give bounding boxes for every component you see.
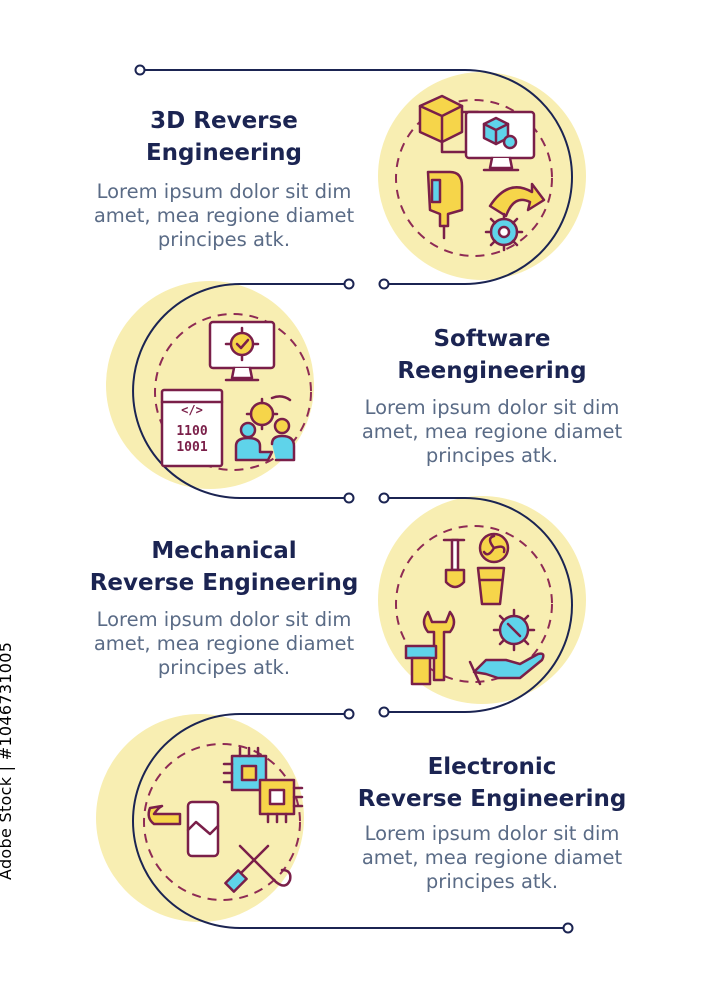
connector-3 [384,497,573,713]
stage-3-title-line-2: Reverse Engineering [89,570,359,596]
stage-1-dash-ring [395,99,553,257]
stage-1-title-line-2: Engineering [145,140,303,166]
mechanical-reverse-engineering-icon [404,532,545,686]
stage-4-desc-line-2: amet, mea regione diamet [361,846,623,869]
connector-2 [132,283,349,499]
stage-2-desc-line-3: principes atk. [425,444,559,467]
stage-3-desc-line-2: amet, mea regione diamet [93,632,355,655]
stage-3-dash-ring [395,525,553,683]
connector-4 [132,713,566,929]
stage-3-title-line-1: Mechanical [151,538,297,564]
stage-1-title-line-1: 3D Reverse [150,108,298,134]
stage-1-desc-line-3: principes atk. [157,228,291,251]
code-tag-glyph: </> [181,403,203,417]
connector-node [378,706,390,718]
stage-2-desc-line-2: amet, mea regione diamet [361,420,623,443]
connector-node [343,492,355,504]
stage-2-title-line-2: Reengineering [397,358,587,384]
connector-1 [145,69,573,285]
3d-reverse-engineering-icon [418,94,546,252]
stage-4-desc-line-3: principes atk. [425,870,559,893]
stage-3-desc-line-3: principes atk. [157,656,291,679]
connector-node [378,492,390,504]
connector-node [378,278,390,290]
electronic-reverse-engineering-icon [147,746,304,893]
connector-node [343,278,355,290]
connector-node [134,64,146,76]
stage-1-desc-line-2: amet, mea regione diamet [93,204,355,227]
stage-4-title-line-1: Electronic [427,754,557,780]
software-reengineering-icon [160,320,296,468]
connector-node [343,708,355,720]
stage-2-dash-ring [154,313,312,471]
binary-row-2: 1001 [176,440,208,455]
stock-id-text: Adobe Stock | #1046731005 [0,641,15,880]
stage-4-desc-line-1: Lorem ipsum dolor sit dim [364,822,620,845]
binary-row-1: 1100 [176,424,208,439]
stage-4-title-line-2: Reverse Engineering [357,786,627,812]
stage-1-desc-line-1: Lorem ipsum dolor sit dim [96,180,352,203]
stage-3-desc-line-1: Lorem ipsum dolor sit dim [96,608,352,631]
stage-4-dash-ring [143,743,301,901]
stage-2-title-line-1: Software [433,326,551,352]
stage-2-desc-line-1: Lorem ipsum dolor sit dim [364,396,620,419]
stage-1-circle [378,72,586,280]
connector-node [562,922,574,934]
